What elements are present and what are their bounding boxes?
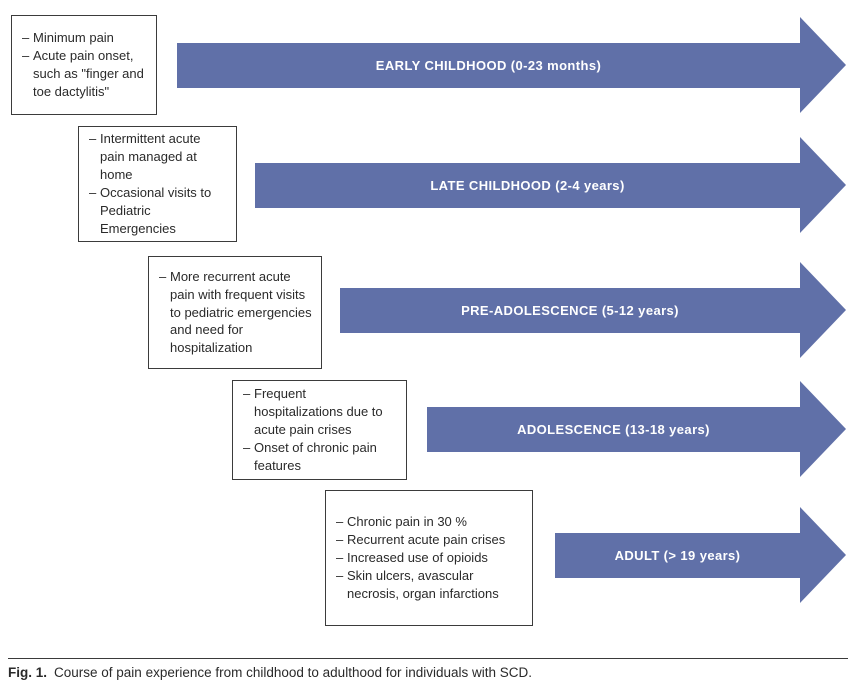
box-bullet: Recurrent acute pain crises <box>336 531 524 549</box>
arrow-label: ADULT (> 19 years) <box>614 548 741 563</box>
figure-number: Fig. 1. <box>8 665 48 680</box>
stage-arrow-pre-adolescence: PRE-ADOLESCENCE (5-12 years) <box>340 288 800 333</box>
box-bullet-list: Chronic pain in 30 %Recurrent acute pain… <box>336 513 524 603</box>
arrow-label: ADOLESCENCE (13-18 years) <box>517 422 710 437</box>
box-bullet: Skin ulcers, avascular necrosis, organ i… <box>336 567 524 603</box>
box-bullet: Acute pain onset, such as "finger and to… <box>22 47 148 101</box>
arrow-label: EARLY CHILDHOOD (0-23 months) <box>375 58 602 73</box>
box-bullet: Onset of chronic pain features <box>243 439 398 475</box>
box-bullet: More recurrent acute pain with frequent … <box>159 268 313 358</box>
stage-arrow-adolescence: ADOLESCENCE (13-18 years) <box>427 407 800 452</box>
arrow-head-icon <box>800 381 846 477</box>
stage-box-early-childhood: Minimum painAcute pain onset, such as "f… <box>11 15 157 115</box>
figure-caption: Fig. 1. Course of pain experience from ch… <box>8 664 848 682</box>
box-bullet-list: Minimum painAcute pain onset, such as "f… <box>22 29 148 101</box>
stage-arrow-adult: ADULT (> 19 years) <box>555 533 800 578</box>
stage-arrow-late-childhood: LATE CHILDHOOD (2-4 years) <box>255 163 800 208</box>
stage-box-adult: Chronic pain in 30 %Recurrent acute pain… <box>325 490 533 626</box>
stage-box-adolescence: Frequent hospitalizations due to acute p… <box>232 380 407 480</box>
box-bullet-list: More recurrent acute pain with frequent … <box>159 268 313 358</box>
box-bullet: Increased use of opioids <box>336 549 524 567</box>
box-bullet: Intermittent acute pain managed at home <box>89 130 228 184</box>
arrow-label: PRE-ADOLESCENCE (5-12 years) <box>461 303 679 318</box>
arrow-label: LATE CHILDHOOD (2-4 years) <box>430 178 625 193</box>
box-bullet: Minimum pain <box>22 29 148 47</box>
figure-caption-text: Course of pain experience from childhood… <box>54 665 533 680</box>
stage-box-pre-adolescence: More recurrent acute pain with frequent … <box>148 256 322 369</box>
box-bullet: Occasional visits to Pediatric Emergenci… <box>89 184 228 238</box>
arrow-head-icon <box>800 17 846 113</box>
arrow-head-icon <box>800 137 846 233</box>
caption-divider <box>8 658 848 659</box>
arrow-head-icon <box>800 507 846 603</box>
box-bullet-list: Intermittent acute pain managed at homeO… <box>89 130 228 238</box>
stage-arrow-early-childhood: EARLY CHILDHOOD (0-23 months) <box>177 43 800 88</box>
box-bullet-list: Frequent hospitalizations due to acute p… <box>243 385 398 475</box>
stage-box-late-childhood: Intermittent acute pain managed at homeO… <box>78 126 237 242</box>
box-bullet: Chronic pain in 30 % <box>336 513 524 531</box>
box-bullet: Frequent hospitalizations due to acute p… <box>243 385 398 439</box>
arrow-head-icon <box>800 262 846 358</box>
